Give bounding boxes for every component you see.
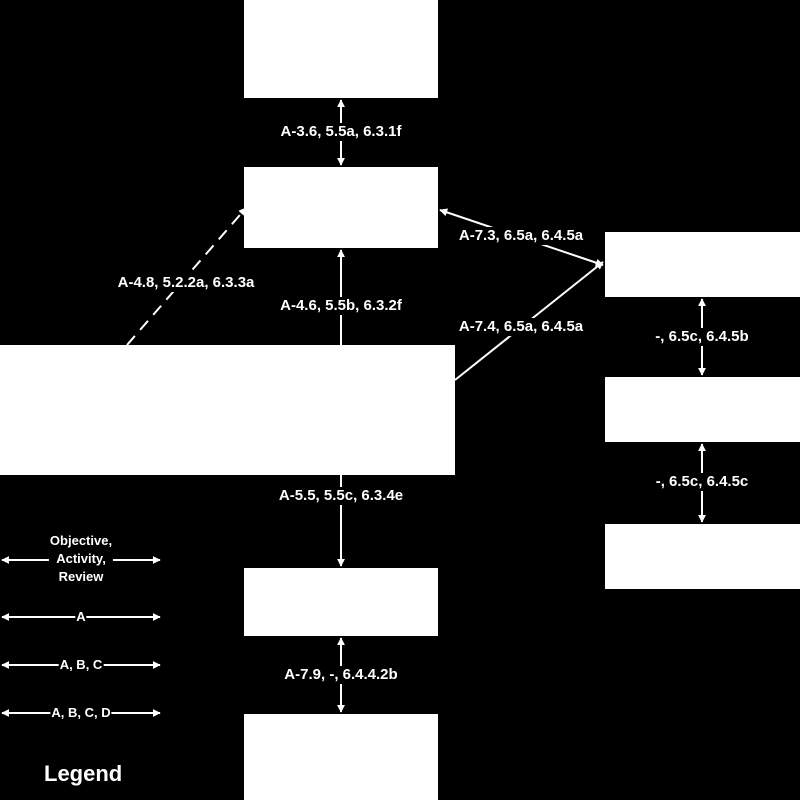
legend-item-2: A, B, C bbox=[58, 656, 104, 674]
edge-label-0: A-3.6, 5.5a, 6.3.1f bbox=[278, 123, 404, 141]
edge-label-8: A-7.9, -, 6.4.4.2b bbox=[282, 666, 400, 684]
edge-label-6: -, 6.5c, 6.4.5c bbox=[653, 473, 751, 491]
box-right-3[interactable] bbox=[605, 524, 800, 589]
box-bottom[interactable] bbox=[244, 714, 438, 800]
legend-item-0-line-2: Review bbox=[58, 569, 104, 584]
box-lower[interactable] bbox=[244, 568, 438, 636]
box-right-2[interactable] bbox=[605, 377, 800, 442]
edge-label-7: A-5.5, 5.5c, 6.3.4e bbox=[276, 487, 406, 505]
edge-label-3: A-7.3, 6.5a, 6.4.5a bbox=[456, 227, 586, 245]
legend-item-1: A bbox=[75, 608, 87, 626]
legend-item-0: Objective, Activity, Review bbox=[48, 532, 114, 586]
edge-label-4: A-7.4, 6.5a, 6.4.5a bbox=[456, 318, 586, 336]
box-top[interactable] bbox=[244, 0, 438, 98]
edge-label-5: -, 6.5c, 6.4.5b bbox=[653, 328, 751, 346]
box-right-1[interactable] bbox=[605, 232, 800, 297]
legend-item-3: A, B, C, D bbox=[50, 704, 112, 722]
legend-item-0-line-0: Objective, bbox=[49, 533, 113, 548]
legend-title: Legend bbox=[44, 761, 123, 786]
box-upper[interactable] bbox=[244, 167, 438, 248]
legend-item-0-line-1: Activity, bbox=[56, 551, 106, 566]
edge-label-2: A-4.8, 5.2.2a, 6.3.3a bbox=[115, 274, 257, 292]
box-center[interactable] bbox=[0, 345, 455, 475]
edge-label-1: A-4.6, 5.5b, 6.3.2f bbox=[278, 297, 404, 315]
